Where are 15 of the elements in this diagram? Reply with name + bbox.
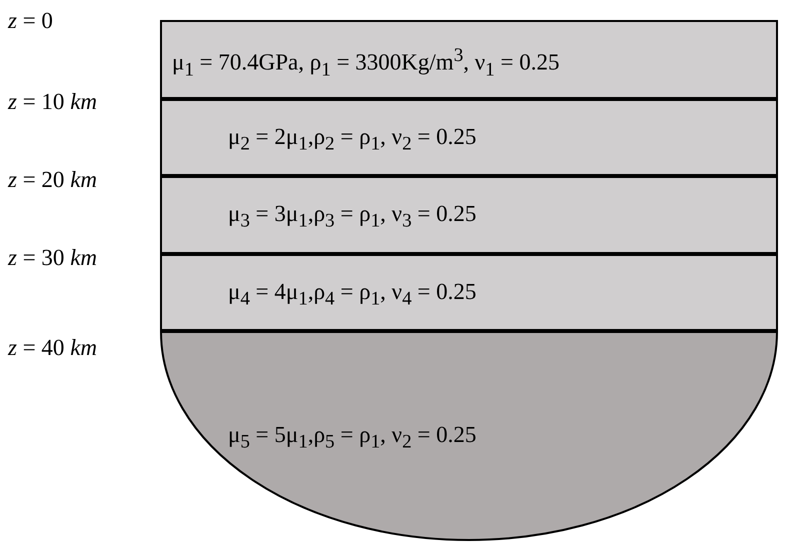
layer-property-text: μ$_{5}$ = 5μ$_{1}$,ρ$_{5}$ = ρ$_{1}$, ν$_{2}$ = 0.25 — [228, 422, 476, 454]
depth-label: z = 20 km — [8, 167, 98, 193]
layer-property-text: μ$_{4}$ = 4μ$_{1}$,ρ$_{4}$ = ρ$_{1}$, ν$_{4}$ = 0.25 — [228, 279, 476, 311]
layer-band — [160, 254, 778, 331]
bowl-layer — [160, 331, 778, 541]
layer-property-text: μ$_{1}$ = 70.4GPa, ρ$_{1}$ = 3300Kg/m$^{3}$, ν$_{1}$ = 0.25 — [172, 45, 560, 82]
layer-band — [160, 176, 778, 254]
layer-band — [160, 99, 778, 176]
depth-label: z = 10 km — [8, 89, 98, 115]
depth-label: z = 0 — [8, 8, 53, 34]
depth-label: z = 30 km — [8, 245, 98, 271]
depth-label: z = 40 km — [8, 335, 98, 361]
layer-band — [160, 20, 778, 99]
layer-property-text: μ$_{2}$ = 2μ$_{1}$,ρ$_{2}$ = ρ$_{1}$, ν$_{2}$ = 0.25 — [228, 124, 476, 156]
layer-property-text: μ$_{3}$ = 3μ$_{1}$,ρ$_{3}$ = ρ$_{1}$, ν$_{3}$ = 0.25 — [228, 201, 476, 233]
